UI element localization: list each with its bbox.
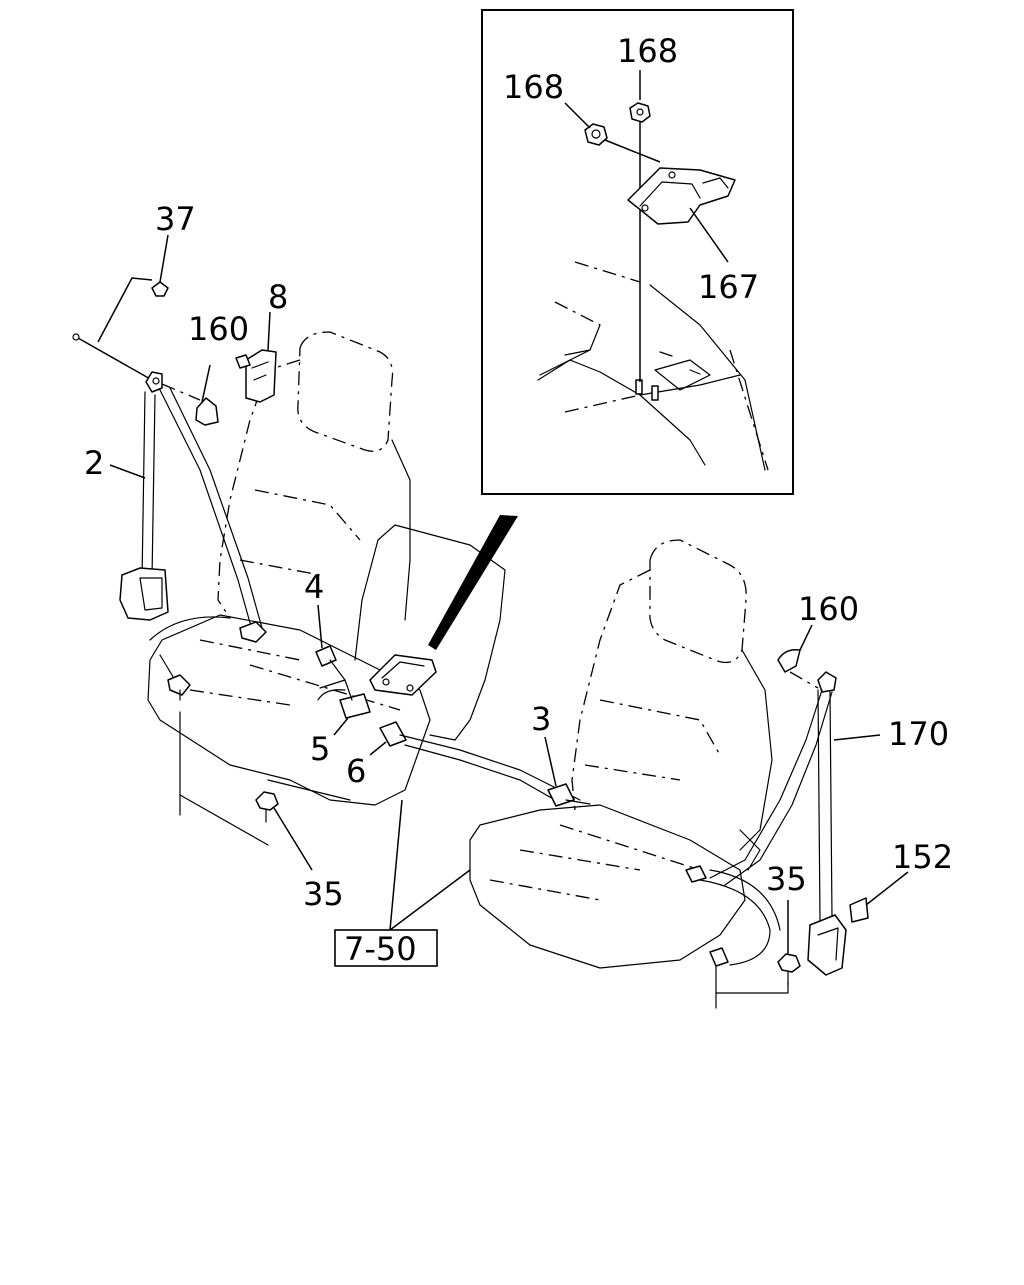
callout-2: 2 <box>84 444 104 482</box>
outer-belt-right <box>547 648 869 1009</box>
callout-167: 167 <box>698 268 759 306</box>
callout-35-left: 35 <box>303 875 344 913</box>
callout-37: 37 <box>155 200 196 238</box>
center-seat-back <box>354 515 518 741</box>
reference-7-50: 7-50 <box>344 930 417 968</box>
bracket-167 <box>627 167 736 225</box>
callout-152: 152 <box>892 838 953 876</box>
callout-160-left: 160 <box>188 310 249 348</box>
fastener-35-right <box>777 953 801 986</box>
callout-labels: 168 168 167 37 8 160 2 4 5 6 3 160 170 3… <box>84 32 953 968</box>
callout-35-right: 35 <box>766 860 807 898</box>
outer-belt-left <box>72 277 277 701</box>
inset-frame <box>481 9 794 495</box>
callout-6: 6 <box>346 752 366 790</box>
callout-170: 170 <box>888 715 949 753</box>
nut-168-upper <box>629 102 651 123</box>
detail-inset <box>481 9 794 495</box>
callout-3: 3 <box>531 700 551 738</box>
buckle-latch-plate <box>369 654 437 696</box>
left-seat <box>147 331 431 806</box>
reference-box <box>334 929 438 967</box>
callout-160-right: 160 <box>798 590 859 628</box>
nut-168-left <box>584 123 608 146</box>
callout-168-top: 168 <box>617 32 678 70</box>
callout-5: 5 <box>310 730 330 768</box>
callout-4: 4 <box>304 568 324 606</box>
callout-168-left: 168 <box>503 68 564 106</box>
right-seat <box>469 539 773 969</box>
callout-8: 8 <box>268 278 288 316</box>
seat-recliner-fan <box>428 515 518 650</box>
fastener-35-left <box>179 711 279 846</box>
